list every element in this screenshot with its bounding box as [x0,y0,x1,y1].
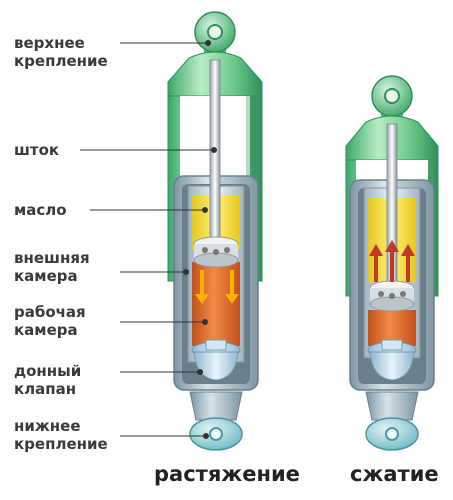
leader-dot-rod [211,147,217,153]
bottom-valve [191,339,241,381]
leader-dot-oil [202,207,208,213]
label-bottom-mount: нижнее крепление [14,417,108,453]
leader-dot-bottom-valve [197,369,203,375]
label-rod: шток [14,141,60,159]
leader-lines [80,40,217,439]
label-working-chamber: рабочая камера [14,303,86,339]
piston-compression [369,280,415,312]
label-oil: масло [14,201,67,219]
bottom-mount-eye [189,391,243,451]
caption-compression: сжатие [350,462,439,486]
leader-dot-outer-chamber [183,269,189,275]
leader-dot-top-mount [205,40,211,46]
caption-extension: растяжение [154,462,300,486]
label-outer-chamber: внешняя камера [14,249,90,285]
flow-arrows-extension [195,270,239,304]
leader-dot-working-chamber [202,319,208,325]
shock-absorber-extension [167,11,263,451]
piston [193,236,239,268]
flow-arrows-compression [369,240,415,282]
label-bottom-valve: донный клапан [14,362,82,398]
label-top-mount: верхнее крепление [14,34,108,70]
bottom-valve-compression [367,339,417,381]
shock-absorber-compression [345,75,439,451]
bottom-mount-eye-compression [365,391,419,451]
leader-dot-bottom-mount [203,433,209,439]
